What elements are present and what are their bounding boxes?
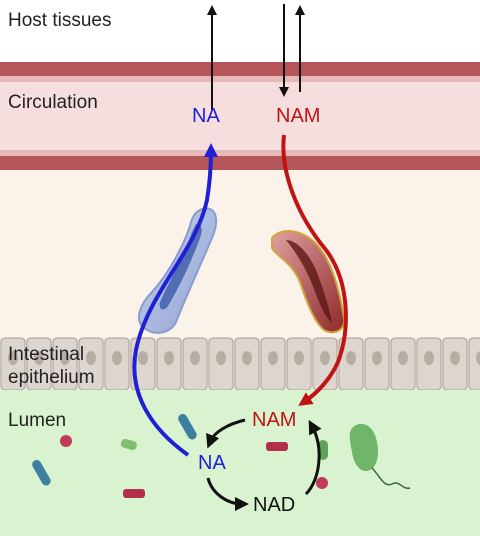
host-exchange-arrows — [207, 4, 305, 110]
cell-nucleus — [424, 351, 434, 365]
circulation-label: Circulation — [8, 92, 98, 113]
red-coccus-bacterium — [316, 477, 328, 489]
vessel-wall-top — [0, 62, 480, 76]
red-coccus-bacterium — [60, 435, 72, 447]
cell-nucleus — [242, 351, 252, 365]
nad-cycle-arrows — [206, 418, 322, 511]
flagellum — [371, 467, 411, 489]
na-circulation-label: NA — [192, 105, 220, 127]
cell-nucleus — [294, 351, 304, 365]
na-lumen-label: NA — [198, 452, 226, 474]
lumen-bacteria — [32, 414, 411, 498]
lumen-region — [0, 390, 480, 536]
nam-absorption-arrow — [281, 134, 348, 406]
lamina-propria-region — [0, 170, 480, 338]
epithelium-label-line1: Intestinal — [8, 344, 84, 365]
epithelium-layer — [0, 337, 480, 391]
na-absorption-arrow — [132, 143, 218, 457]
cell-nucleus — [476, 351, 480, 365]
cell-nucleus — [34, 351, 44, 365]
cell-nucleus — [86, 351, 96, 365]
cell-nucleus — [320, 351, 330, 365]
epithelial-cell — [468, 337, 480, 391]
blue-rod-bacterium — [32, 460, 51, 486]
epithelium-label-line2: epithelium — [8, 367, 95, 388]
na-to-nad-arrow — [206, 477, 249, 511]
host-tissues-label: Host tissues — [8, 10, 111, 31]
green-rod-bacterium — [120, 438, 137, 451]
cell-nucleus — [112, 351, 122, 365]
nad-to-nam-arrow — [304, 419, 322, 496]
cell-nucleus — [450, 351, 460, 365]
epithelial-cells — [0, 337, 480, 391]
lumen-label: Lumen — [8, 410, 66, 431]
cell-nucleus — [138, 351, 148, 365]
nam-lumen-label: NAM — [252, 409, 296, 431]
cell-nucleus — [190, 351, 200, 365]
cell-nucleus — [60, 351, 70, 365]
cell-nucleus — [216, 351, 226, 365]
nam-circulation-label: NAM — [276, 105, 320, 127]
red-spiky-bacterium — [123, 489, 145, 498]
vessel-wall-bottom — [0, 156, 480, 170]
cell-nucleus — [8, 351, 18, 365]
red-spiky-bacterium — [266, 442, 288, 451]
circulation-region — [0, 82, 480, 150]
cell-nucleus — [164, 351, 174, 365]
cell-nucleus — [372, 351, 382, 365]
nad-lumen-label: NAD — [253, 494, 295, 516]
blood-vessel — [0, 62, 480, 170]
green-curved-bacterium — [349, 423, 378, 472]
host-tissue-region — [0, 0, 480, 62]
cell-nucleus — [398, 351, 408, 365]
red-macrophage-cell — [271, 230, 346, 334]
nam-to-na-arrow — [206, 418, 246, 449]
cell-nucleus — [346, 351, 356, 365]
blue-rod-bacterium — [178, 414, 197, 440]
cell-nucleus — [268, 351, 278, 365]
